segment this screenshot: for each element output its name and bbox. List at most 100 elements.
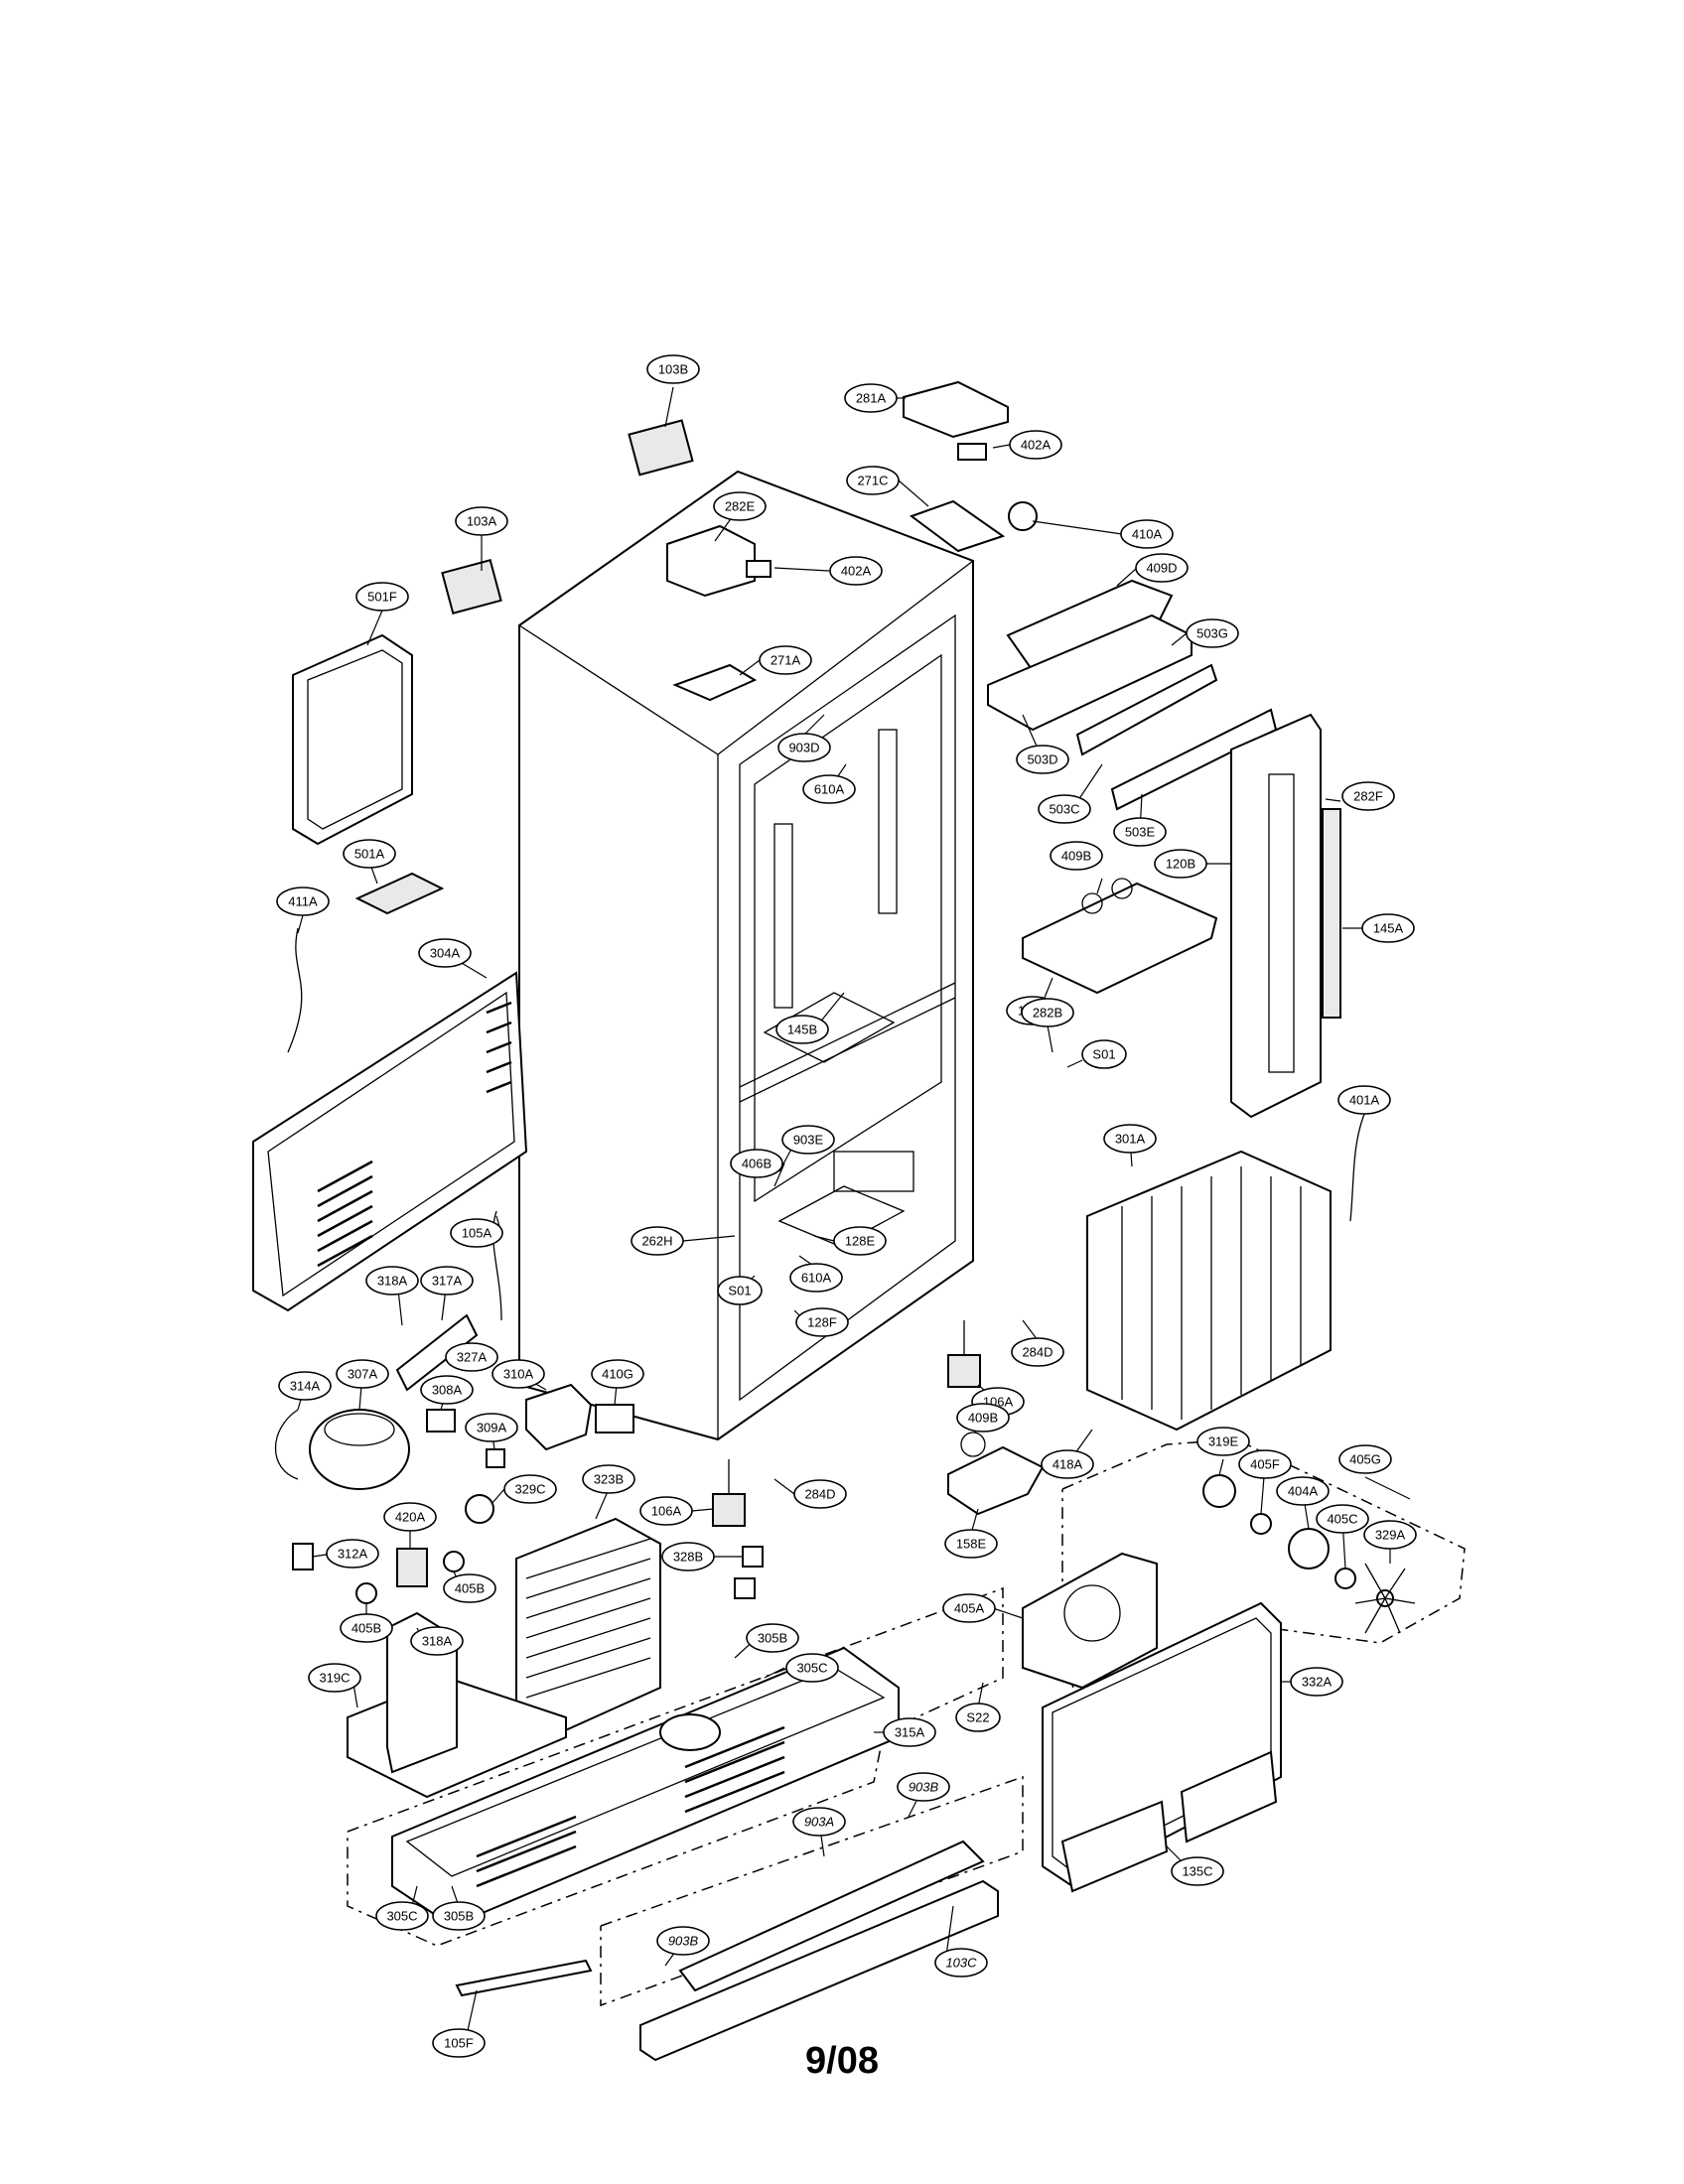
label-503c: 503C <box>1038 794 1091 824</box>
svg-text:305C: 305C <box>386 1909 417 1924</box>
label-402a-mid: 402A <box>829 556 883 586</box>
relay-308a <box>426 1409 456 1433</box>
compressor-307a <box>309 1409 410 1490</box>
base-plate-grill <box>476 1725 785 1888</box>
motor-319e <box>1202 1474 1236 1508</box>
label-307a: 307A <box>336 1359 389 1389</box>
page-number: 9/08 <box>805 2040 879 2082</box>
lamp-410a <box>1008 501 1038 531</box>
svg-text:903B: 903B <box>668 1934 699 1949</box>
svg-text:405B: 405B <box>351 1621 381 1636</box>
svg-text:314A: 314A <box>290 1379 321 1394</box>
pcb-503c <box>1075 663 1218 756</box>
svg-text:308A: 308A <box>432 1383 463 1398</box>
bulb-409b-top <box>1081 892 1103 914</box>
label-262h: 262H <box>631 1226 684 1256</box>
foot-106a-mid <box>712 1459 746 1527</box>
label-501a: 501A <box>343 839 396 869</box>
cap-312a <box>292 1543 314 1570</box>
svg-text:503G: 503G <box>1196 626 1228 641</box>
svg-text:610A: 610A <box>801 1271 832 1286</box>
grill-903a <box>678 1840 985 1992</box>
label-503e: 503E <box>1113 817 1167 847</box>
kickplate-103c <box>639 1879 999 2062</box>
svg-text:105A: 105A <box>462 1226 492 1241</box>
svg-text:310A: 310A <box>503 1367 534 1382</box>
label-282f: 282F <box>1341 781 1395 811</box>
panel-501f <box>292 633 413 846</box>
label-281a: 281A <box>844 383 898 413</box>
label-329a: 329A <box>1363 1520 1417 1550</box>
motor-404a <box>1288 1528 1330 1570</box>
vent-grill-304a <box>317 1001 512 1268</box>
label-903e: 903E <box>781 1125 835 1155</box>
label-305b-bot: 305B <box>432 1901 486 1931</box>
label-314a: 314A <box>278 1371 332 1401</box>
svg-text:305C: 305C <box>796 1661 827 1676</box>
svg-text:135C: 135C <box>1182 1864 1212 1879</box>
label-319e: 319E <box>1196 1427 1250 1456</box>
label-103b: 103B <box>646 354 700 384</box>
grommet-405b-b <box>355 1582 377 1604</box>
bulb-409b-mid <box>960 1432 986 1457</box>
hinge-271a <box>672 663 758 702</box>
svg-text:329A: 329A <box>1375 1528 1406 1543</box>
label-903b-bot: 903B <box>656 1926 710 1956</box>
svg-text:106A: 106A <box>651 1504 682 1519</box>
label-503g: 503G <box>1186 618 1239 648</box>
duct-120b <box>1230 713 1322 1119</box>
label-327a: 327A <box>445 1342 498 1372</box>
svg-text:282E: 282E <box>725 499 756 514</box>
label-610a-top: 610A <box>802 774 856 804</box>
svg-text:304A: 304A <box>430 946 461 961</box>
label-312a: 312A <box>326 1539 379 1569</box>
svg-text:319E: 319E <box>1208 1434 1239 1449</box>
clip-402a-mid <box>746 560 772 578</box>
svg-text:503C: 503C <box>1049 802 1079 817</box>
washer-405c <box>1334 1568 1356 1589</box>
svg-text:103B: 103B <box>658 362 688 377</box>
svg-text:903A: 903A <box>804 1815 834 1830</box>
label-103c: 103C <box>934 1948 988 1978</box>
svg-text:128E: 128E <box>845 1234 876 1249</box>
label-309a: 309A <box>465 1413 518 1442</box>
svg-text:S22: S22 <box>966 1710 989 1725</box>
svg-text:329C: 329C <box>514 1482 545 1497</box>
svg-text:319C: 319C <box>319 1671 350 1686</box>
svg-text:305B: 305B <box>444 1909 474 1924</box>
label-903b-top: 903B <box>897 1772 950 1802</box>
svg-text:105F: 105F <box>444 2036 474 2051</box>
svg-text:405C: 405C <box>1327 1512 1357 1527</box>
label-410g: 410G <box>591 1359 644 1389</box>
svg-text:610A: 610A <box>814 782 845 797</box>
label-402a-top: 402A <box>1009 430 1062 460</box>
box-410g <box>595 1404 634 1433</box>
part-420a <box>396 1548 428 1587</box>
svg-text:262H: 262H <box>641 1234 672 1249</box>
svg-text:318A: 318A <box>422 1634 453 1649</box>
condenser-coil-323b <box>515 1517 661 1734</box>
fan-329a <box>1354 1563 1416 1634</box>
part-309a <box>486 1448 505 1468</box>
label-406b: 406B <box>730 1149 783 1178</box>
cap-328b <box>742 1546 764 1568</box>
label-s22: S22 <box>955 1703 1001 1732</box>
label-411a: 411A <box>276 887 330 916</box>
label-284d-mid: 284D <box>793 1479 847 1509</box>
machine-cover-304a <box>252 971 528 1312</box>
label-405f: 405F <box>1238 1449 1292 1479</box>
svg-text:410G: 410G <box>602 1367 633 1382</box>
svg-text:145B: 145B <box>787 1023 817 1037</box>
label-405g: 405G <box>1338 1444 1392 1474</box>
svg-text:301A: 301A <box>1115 1132 1146 1147</box>
svg-text:307A: 307A <box>348 1367 378 1382</box>
plate-135c <box>1060 1800 1169 1893</box>
base-plate-box <box>347 1586 1004 1947</box>
label-310a: 310A <box>491 1359 545 1389</box>
label-317a: 317A <box>420 1266 474 1296</box>
svg-text:401A: 401A <box>1349 1093 1380 1108</box>
label-158e: 158E <box>944 1529 998 1559</box>
part-317a <box>395 1313 479 1392</box>
cabinet <box>518 470 974 1441</box>
